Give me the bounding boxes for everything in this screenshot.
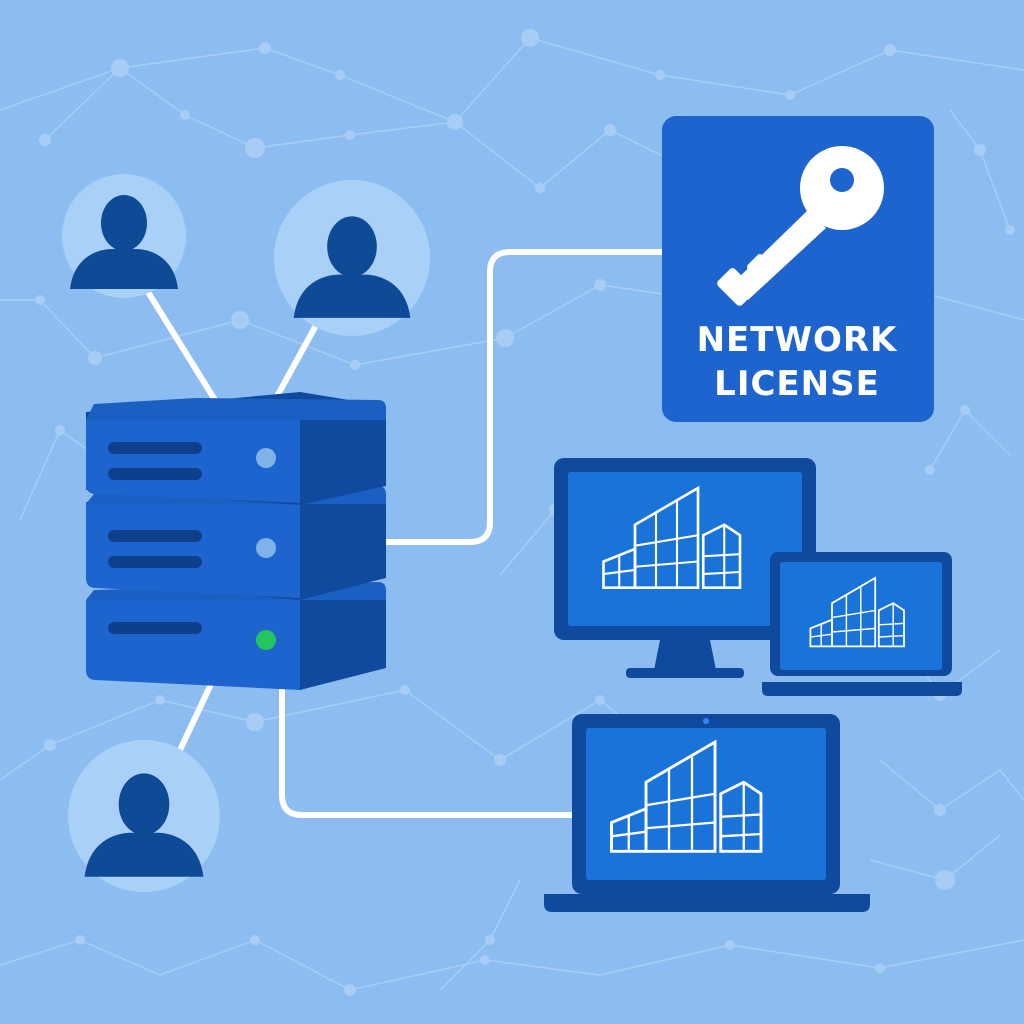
license-title-line-1: NETWORK <box>696 320 898 360</box>
license-title-line-2: LICENSE <box>714 364 880 404</box>
server-status-light-2 <box>256 538 276 558</box>
server-status-light-3 <box>256 630 276 650</box>
server-unit-3 <box>86 578 386 690</box>
user-avatar-2 <box>274 180 430 336</box>
background-network-nodes <box>35 29 1015 996</box>
laptop-connector <box>279 687 577 818</box>
license-connector <box>345 249 665 545</box>
key-icon <box>717 146 884 306</box>
user-avatar-3 <box>68 740 220 892</box>
server-unit-1 <box>86 392 386 505</box>
small-laptop <box>762 552 962 696</box>
network-license-label: NETWORK LICENSE <box>662 318 932 406</box>
license-server <box>86 392 386 690</box>
user-2-connector <box>272 315 323 403</box>
connector-lines <box>145 249 665 818</box>
server-status-light-1 <box>256 448 276 468</box>
user-1-connector <box>145 289 218 403</box>
desktop-monitor <box>554 458 816 678</box>
user-avatar-1 <box>62 174 186 298</box>
network-license-card <box>662 116 934 422</box>
user-3-connector <box>177 679 215 753</box>
large-laptop <box>544 714 870 912</box>
